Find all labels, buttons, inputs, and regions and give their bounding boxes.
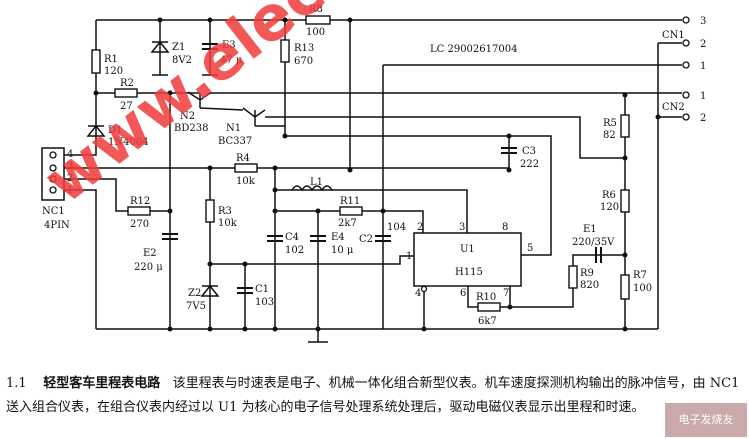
r11-label: R11 bbox=[340, 196, 360, 207]
resistors bbox=[91, 15, 630, 312]
nc1-label: NC1 bbox=[42, 206, 65, 217]
nc1-value: 4PIN bbox=[44, 220, 70, 231]
u1-pin7: 7 bbox=[503, 288, 509, 299]
r10-label: R10 bbox=[476, 292, 496, 303]
r10-value: 6k7 bbox=[478, 316, 497, 327]
u1-pin2: 2 bbox=[417, 222, 423, 233]
c4-label: C4 bbox=[285, 232, 299, 243]
l1-label: L1 bbox=[310, 177, 323, 188]
r12-label: R12 bbox=[130, 196, 150, 207]
cn2-pin1: 1 bbox=[700, 91, 706, 102]
r4-label: R4 bbox=[236, 153, 250, 164]
d1-value: 1N4004 bbox=[108, 137, 149, 148]
e3-label: E3 bbox=[222, 40, 236, 51]
cn1-pin2: 2 bbox=[700, 39, 706, 50]
r6-label: R6 bbox=[602, 190, 616, 201]
r1-label: R1 bbox=[104, 54, 118, 65]
n1-value: BC337 bbox=[218, 136, 252, 147]
terminals bbox=[49, 16, 690, 293]
capacitors-diodes bbox=[86, 40, 602, 297]
caption-title: 轻型客车里程表电路 bbox=[43, 376, 161, 391]
e2-value: 220 μ bbox=[134, 262, 163, 273]
e4-label: E4 bbox=[331, 232, 345, 243]
z2-label: Z2 bbox=[188, 288, 201, 299]
nc1-pin1: 1 bbox=[67, 185, 73, 196]
r6-value: 120 bbox=[600, 202, 619, 213]
e1-value: 220/35V bbox=[572, 237, 615, 248]
cn1-pin3: 3 bbox=[700, 16, 706, 27]
n2-value: BD238 bbox=[174, 123, 208, 134]
r11-value: 2k7 bbox=[338, 218, 357, 229]
u1-pin4: 4 bbox=[415, 288, 421, 299]
r5-value: 82 bbox=[603, 130, 616, 141]
cn1-pin1: 1 bbox=[700, 61, 706, 72]
e1-label: E1 bbox=[583, 224, 597, 235]
r8-label: R8 bbox=[309, 4, 323, 15]
z1-label: Z1 bbox=[172, 42, 185, 53]
d1-label: D1 bbox=[108, 125, 122, 136]
c1-label: C1 bbox=[255, 284, 269, 295]
u1-pin6: 6 bbox=[460, 288, 466, 299]
component-labels: R1 120 R2 27 Z1 8V2 E3 47 μ R8 100 R13 6… bbox=[42, 4, 706, 327]
r5-label: R5 bbox=[603, 118, 617, 129]
r3-label: R3 bbox=[218, 206, 232, 217]
u1-label: U1 bbox=[460, 244, 475, 255]
r7-value: 100 bbox=[633, 283, 652, 294]
r2-label: R2 bbox=[120, 78, 134, 89]
r9-value: 820 bbox=[580, 280, 599, 291]
nc1-pin4: 4 bbox=[67, 149, 73, 160]
wires bbox=[64, 19, 682, 343]
cn2-label: CN2 bbox=[662, 102, 685, 113]
nc1-pin3: 3 bbox=[67, 161, 73, 172]
u1-pin8: 8 bbox=[502, 222, 508, 233]
c4-value: 102 bbox=[285, 245, 304, 256]
c3-value: 222 bbox=[520, 159, 539, 170]
u1-pin3: 3 bbox=[459, 222, 465, 233]
schematic: R1 120 R2 27 Z1 8V2 E3 47 μ R8 100 R13 6… bbox=[41, 4, 706, 343]
r4-value: 10k bbox=[236, 176, 256, 187]
n1-label: N1 bbox=[226, 123, 241, 134]
e2-label: E2 bbox=[143, 248, 157, 259]
r2-value: 27 bbox=[120, 101, 133, 112]
r12-value: 270 bbox=[130, 219, 149, 230]
e3-value: 47 μ bbox=[220, 55, 243, 66]
site-logo: 电子发烧友 elecfans.com bbox=[665, 403, 747, 437]
c1-value: 103 bbox=[255, 297, 274, 308]
junctions bbox=[93, 17, 661, 332]
u1-pin1: 1 bbox=[406, 251, 412, 262]
cn2-pin2: 2 bbox=[700, 113, 706, 124]
caption-number: 1.1 bbox=[6, 376, 27, 391]
z1-value: 8V2 bbox=[172, 55, 192, 66]
r1-value: 120 bbox=[104, 66, 123, 77]
c2-value: 104 bbox=[387, 222, 406, 233]
e4-value: 10 μ bbox=[331, 245, 354, 256]
r7-label: R7 bbox=[633, 270, 647, 281]
u1-value: H115 bbox=[455, 267, 483, 278]
r13-label: R13 bbox=[294, 43, 314, 54]
r3-value: 10k bbox=[218, 218, 238, 229]
u1-pin5: 5 bbox=[527, 243, 533, 254]
lc-label: LC 29002617004 bbox=[430, 44, 517, 55]
caption-body: 该里程表与时速表是电子、机械一体化组合新型仪表。机车速度探测机构输出的脉冲信号，… bbox=[6, 376, 740, 415]
nc1-connector bbox=[41, 147, 65, 201]
z2-value: 7V5 bbox=[186, 301, 206, 312]
c2-label: C2 bbox=[359, 234, 373, 245]
c3-label: C3 bbox=[522, 146, 536, 157]
cn1-label: CN1 bbox=[662, 30, 685, 41]
n2-label: N2 bbox=[180, 111, 195, 122]
u1-chip bbox=[413, 232, 522, 287]
r13-value: 670 bbox=[294, 56, 313, 67]
r9-label: R9 bbox=[580, 268, 594, 279]
r8-value: 100 bbox=[306, 27, 325, 38]
caption: 1.1 轻型客车里程表电路 该里程表与时速表是电子、机械一体化组合新型仪表。机车… bbox=[6, 372, 746, 420]
nc1-pin2: 2 bbox=[67, 173, 73, 184]
